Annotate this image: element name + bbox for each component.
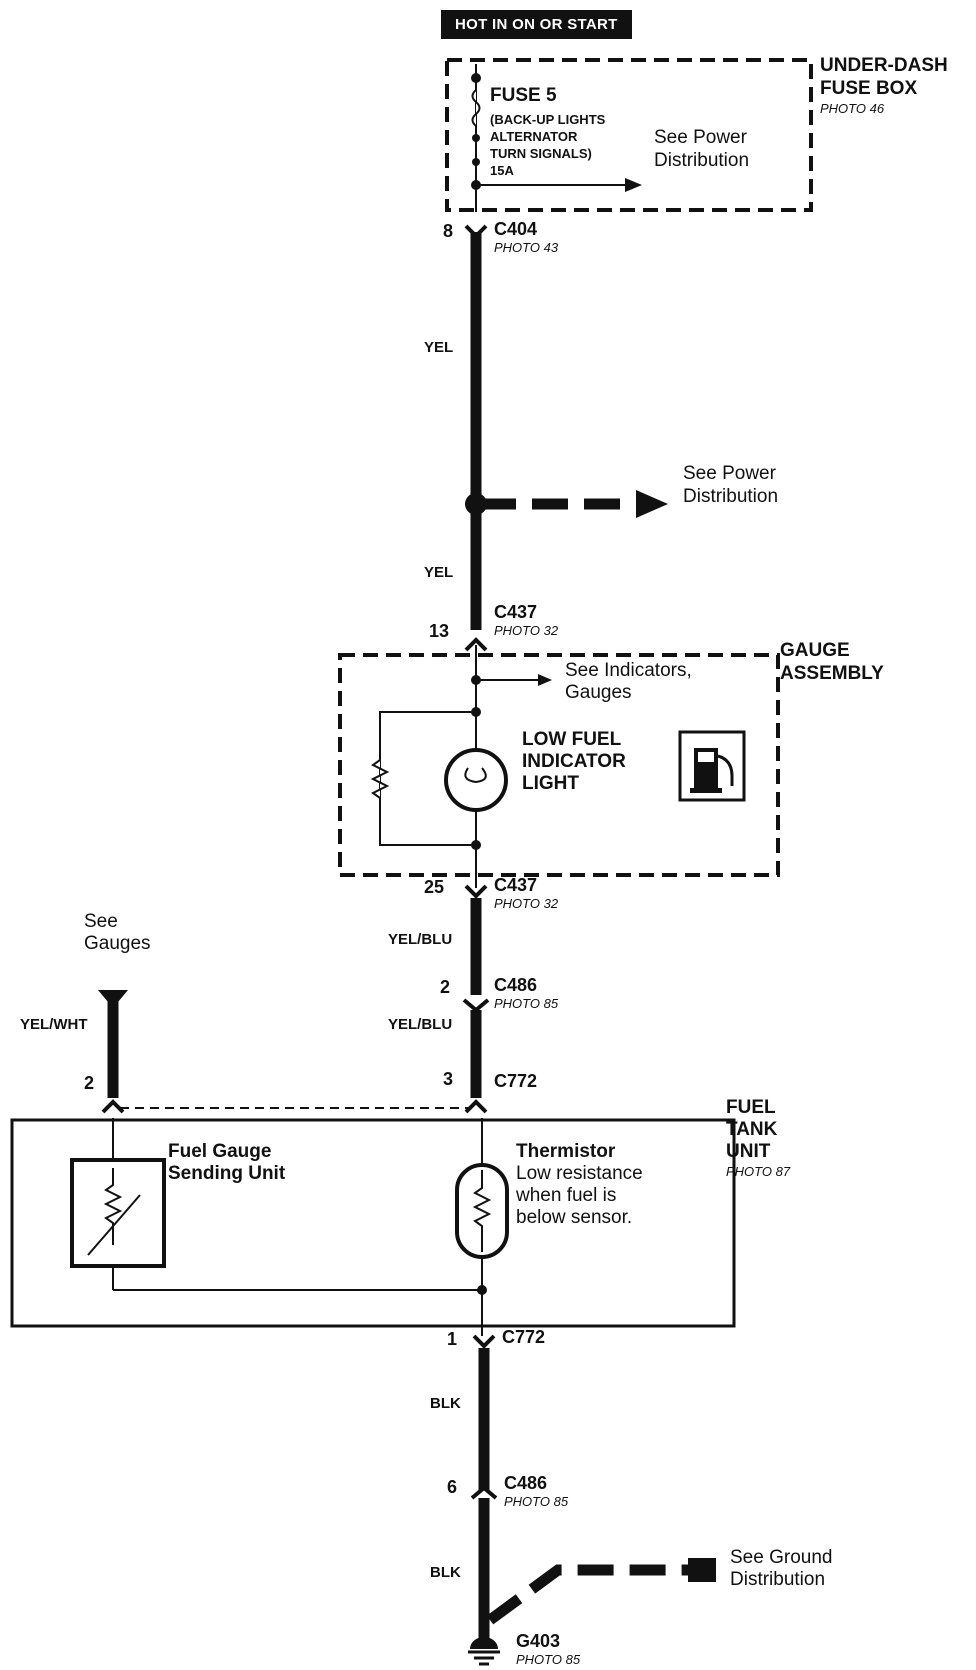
c486-6-photo: PHOTO 85 — [504, 1494, 569, 1509]
fuse-box-title-line2: FUSE BOX — [820, 78, 918, 99]
c404-pin: 8 — [443, 221, 454, 241]
gauge-assembly-title-line2: ASSEMBLY — [780, 663, 884, 684]
c437-13-pin: 13 — [429, 621, 450, 641]
c772-3-name: C772 — [494, 1071, 538, 1091]
ground-arrow-tip — [690, 1558, 704, 1582]
c404-connector — [464, 224, 488, 239]
c486-2-name: C486 — [494, 975, 538, 995]
gauges-connector-tip — [98, 990, 128, 1008]
c437-13-name: C437 — [494, 602, 538, 622]
wire-label-blk-upper: BLK — [430, 1395, 461, 1412]
c437-25-photo: PHOTO 32 — [494, 896, 559, 911]
c772-3-pin: 3 — [443, 1069, 454, 1089]
c486-6-pin: 6 — [447, 1477, 458, 1497]
c772-1-pin: 1 — [447, 1329, 458, 1349]
c437-13-connector — [464, 637, 488, 652]
splice-dot-fuse-b — [472, 158, 480, 166]
splice-dot-tank — [477, 1285, 487, 1295]
fuel-tank-outline — [10, 1118, 736, 1328]
c437-25-name: C437 — [494, 875, 538, 895]
splice-see-line2: Distribution — [683, 486, 779, 507]
fuse-see-line2: Distribution — [654, 150, 750, 171]
splice-dot-fuse-top — [471, 73, 481, 83]
indicator-see-line2: Gauges — [565, 682, 632, 703]
bulb-filament — [464, 767, 487, 784]
c486-6-name: C486 — [504, 1473, 548, 1493]
thermistor-line1: Low resistance — [516, 1163, 643, 1184]
fuse-name: FUSE 5 — [490, 85, 557, 106]
c772-1-connector — [472, 1334, 496, 1349]
thermistor-line3: below sensor. — [516, 1207, 633, 1228]
c772-2-pin: 2 — [84, 1073, 95, 1093]
hot-in-on-or-start-label: HOT IN ON OR START — [441, 10, 632, 39]
ground-see-line2: Distribution — [730, 1569, 826, 1590]
splice-dot-fuse-branch — [471, 180, 481, 190]
sender-arrow — [87, 1194, 141, 1256]
ground-see-line1: See Ground — [730, 1547, 833, 1568]
indicator-bulb — [444, 748, 508, 812]
fuel-pump-icon — [678, 730, 746, 802]
ground-splice-dash — [486, 1564, 690, 1625]
gauge-assembly-outline — [338, 653, 780, 877]
fuse-see-line1: See Power — [654, 127, 747, 148]
ground-photo: PHOTO 85 — [516, 1652, 581, 1667]
c404-photo: PHOTO 43 — [494, 240, 559, 255]
c772-1-name: C772 — [502, 1327, 546, 1347]
splice-dot-resistor-bottom — [471, 840, 481, 850]
wire-label-blk-lower: BLK — [430, 1564, 461, 1581]
fuse-line-1: (BACK-UP LIGHTS — [490, 112, 606, 127]
see-gauges-line1: See — [84, 911, 118, 932]
indicator-see-line1: See Indicators, — [565, 660, 692, 681]
fuel-tank-title-line2: TANK — [726, 1119, 778, 1140]
indicator-branch-arrow — [538, 674, 552, 686]
fuse-box-outline — [445, 58, 813, 212]
c437-25-pin: 25 — [424, 877, 445, 897]
see-gauges-line2: Gauges — [84, 933, 151, 954]
gauge-assembly-title-line1: GAUGE — [780, 640, 850, 661]
fuse-line-3: TURN SIGNALS) — [490, 146, 592, 161]
light-label-line2: INDICATOR — [522, 751, 626, 772]
sender-label-line2: Sending Unit — [168, 1163, 286, 1184]
wire-label-yel-blu-upper: YEL/BLU — [388, 931, 453, 948]
splice-see-line1: See Power — [683, 463, 776, 484]
wire-label-yel-upper: YEL — [424, 339, 454, 356]
fuel-tank-title-line3: UNIT — [726, 1141, 771, 1162]
thermistor-resistor — [472, 1170, 492, 1252]
fuse-element — [471, 89, 481, 127]
c772-3-connector — [464, 1099, 488, 1114]
power-splice-arrow — [636, 490, 668, 518]
power-splice-dot — [465, 493, 487, 515]
fuse-branch-arrow — [625, 178, 642, 192]
splice-dot-indicator — [471, 675, 481, 685]
light-label-line3: LIGHT — [522, 773, 579, 794]
sender-label-line1: Fuel Gauge — [168, 1141, 272, 1162]
c404-name: C404 — [494, 219, 538, 239]
thermistor-line2: when fuel is — [516, 1185, 617, 1206]
c486-2-photo: PHOTO 85 — [494, 996, 559, 1011]
wire-label-yel-lower: YEL — [424, 564, 454, 581]
ground-name: G403 — [516, 1631, 561, 1651]
c486-6-connector — [470, 1485, 498, 1500]
splice-dot-resistor-top — [471, 707, 481, 717]
c486-2-pin: 2 — [440, 977, 451, 997]
wire-label-yel-wht: YEL/WHT — [20, 1016, 88, 1033]
sender-resistor — [103, 1168, 123, 1245]
splice-dot-fuse-a — [472, 134, 480, 142]
resistor — [370, 750, 390, 808]
c772-2-connector — [101, 1099, 125, 1114]
c486-2-connector — [462, 998, 490, 1013]
fuse-box-photo: PHOTO 46 — [820, 101, 885, 116]
thermistor-title: Thermistor — [516, 1141, 616, 1162]
fuse-line-4: 15A — [490, 163, 514, 178]
c437-13-photo: PHOTO 32 — [494, 623, 559, 638]
wire-label-yel-blu-lower: YEL/BLU — [388, 1016, 453, 1033]
fuel-tank-title-line1: FUEL — [726, 1097, 776, 1118]
fuse-line-2: ALTERNATOR — [490, 129, 578, 144]
light-label-line1: LOW FUEL — [522, 729, 622, 750]
c437-25-connector — [464, 884, 488, 899]
fuel-tank-photo: PHOTO 87 — [726, 1164, 791, 1179]
fuse-box-title-line1: UNDER-DASH — [820, 55, 948, 76]
ground-dome — [470, 1637, 498, 1649]
